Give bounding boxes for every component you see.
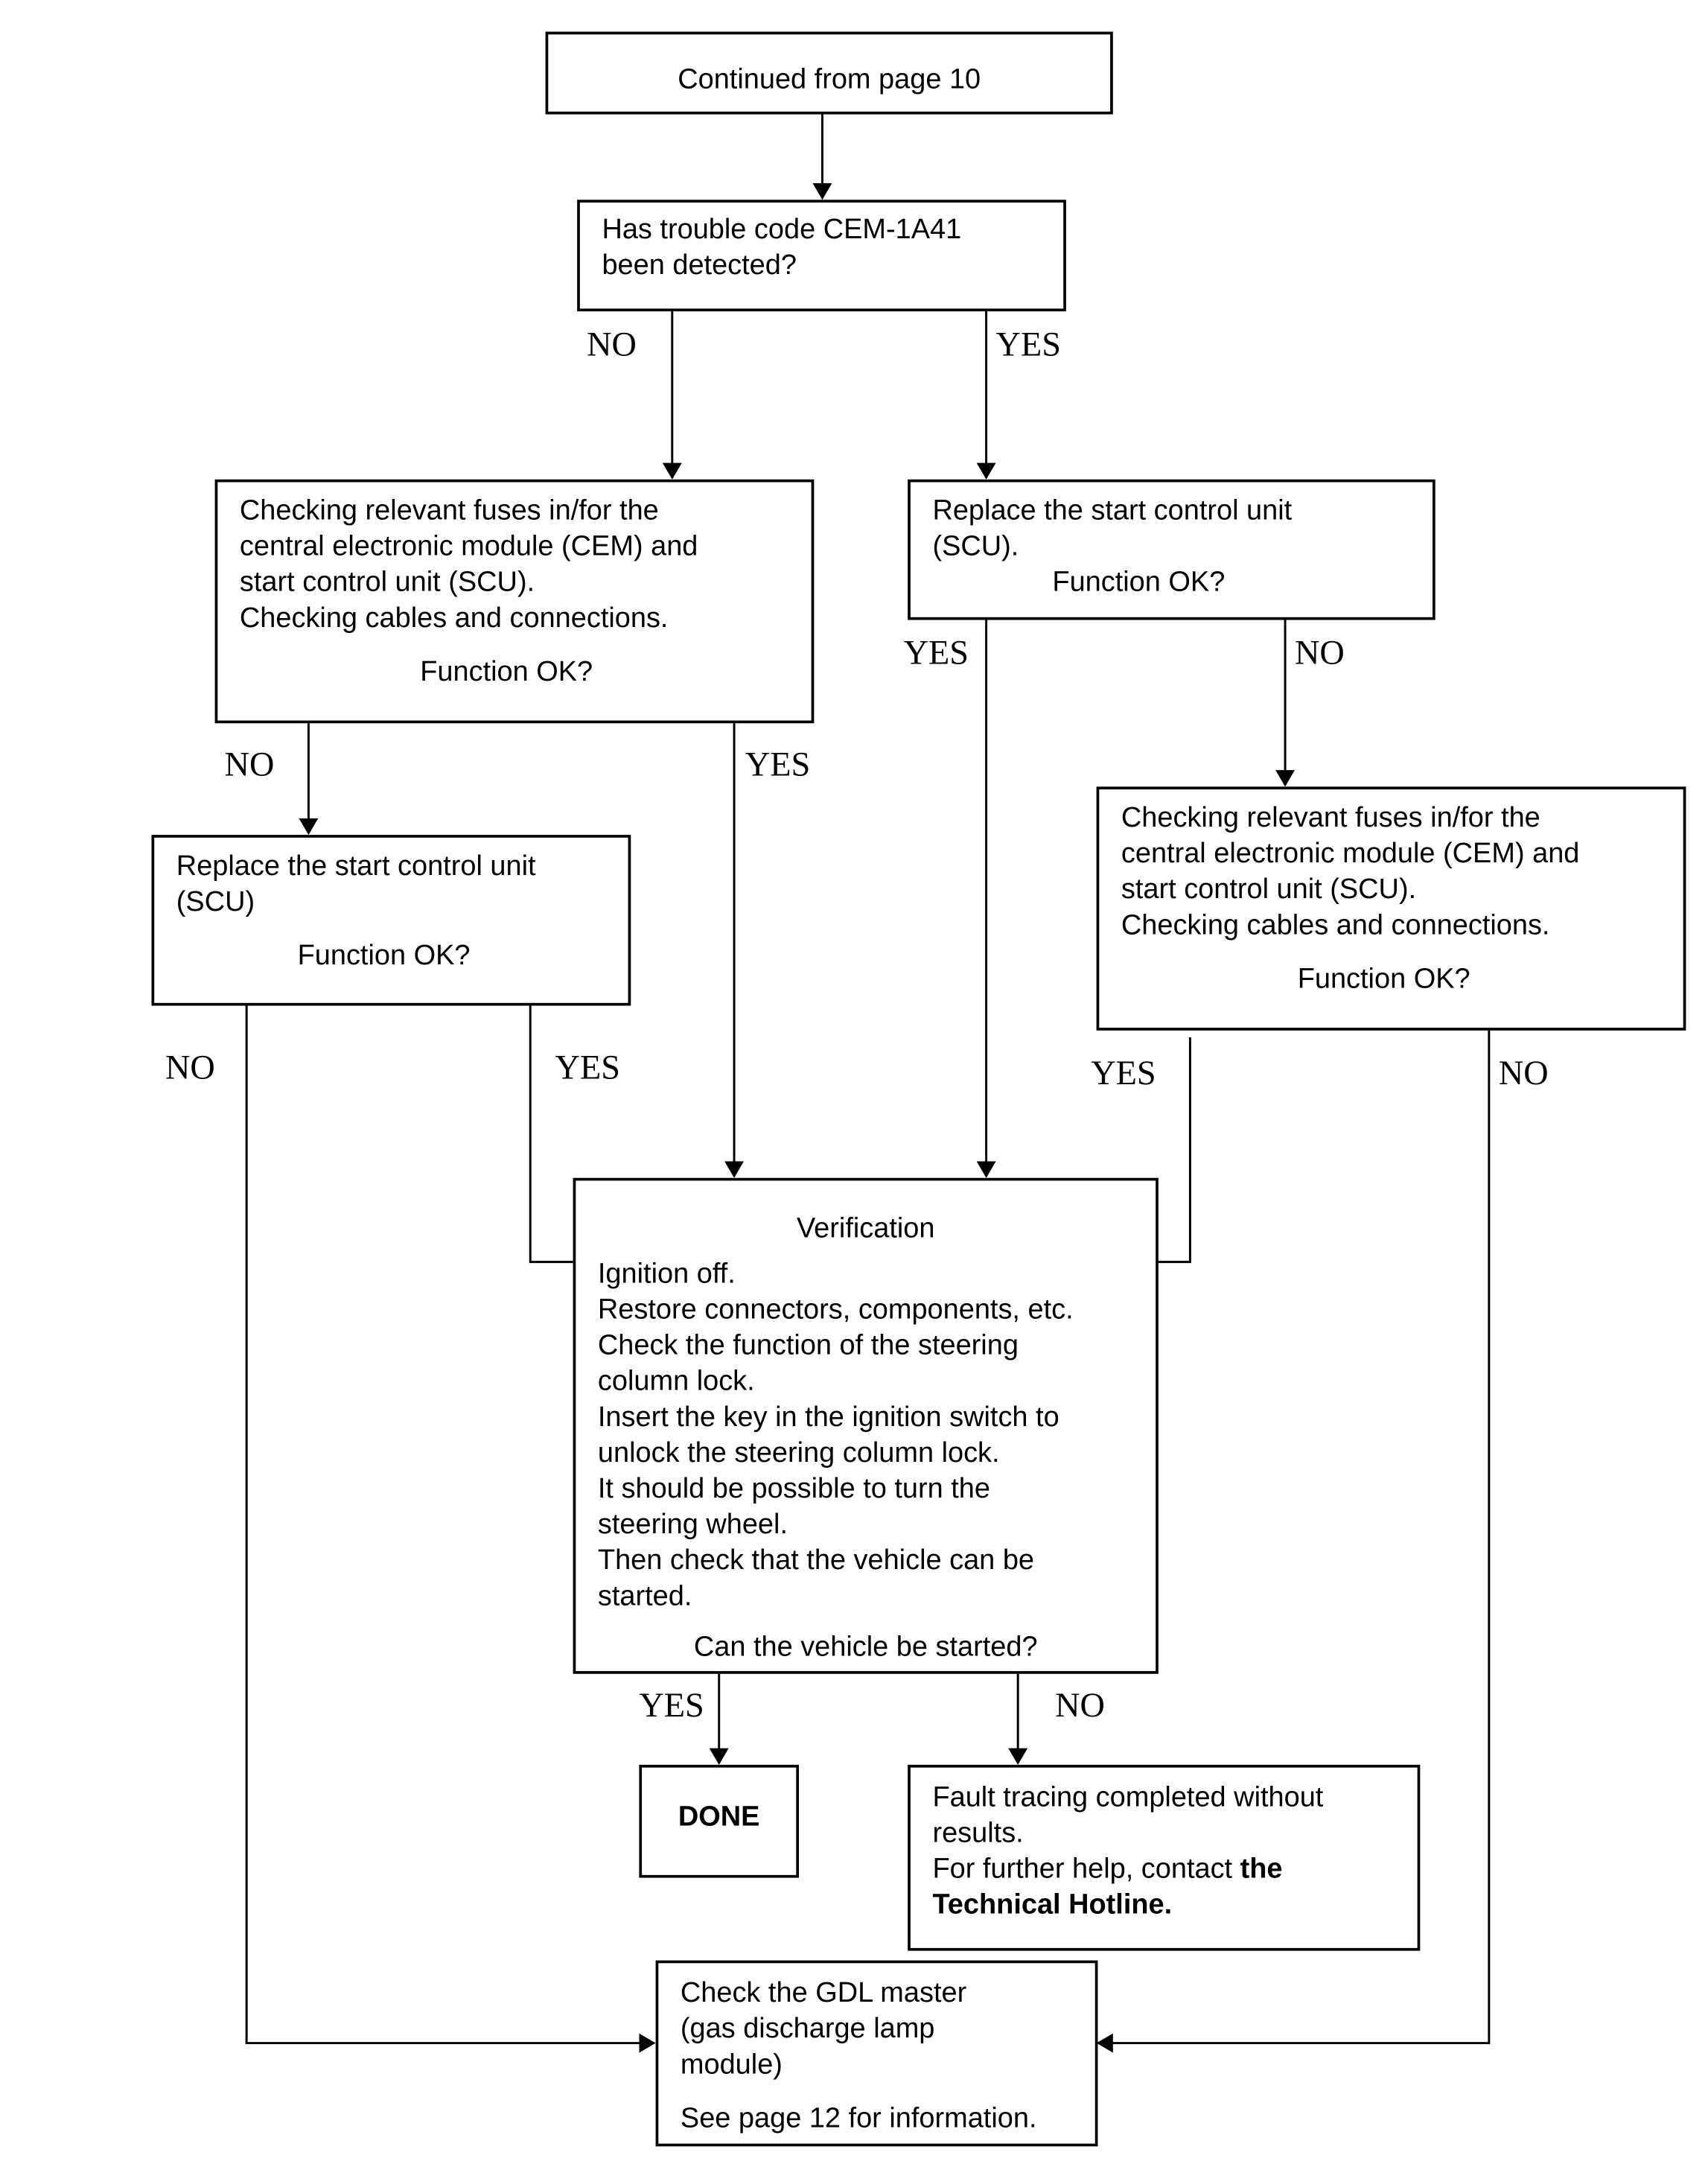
question-trouble-code-box: Has trouble code CEM-1A41 been detected? bbox=[577, 200, 1066, 312]
replace-left-line-2: (SCU) bbox=[176, 885, 255, 918]
replace-right-no-label: NO bbox=[1295, 634, 1345, 672]
line-fusesright-yes bbox=[1157, 1037, 1191, 1264]
verification-yes-label: YES bbox=[639, 1687, 704, 1725]
done-box: DONE bbox=[639, 1764, 799, 1878]
arrow-replaceleft-no bbox=[245, 1004, 656, 2053]
q1-no-label: NO bbox=[587, 326, 637, 364]
fuses-left-box: Checking relevant fuses in/for the centr… bbox=[214, 479, 815, 724]
fault-line-4-hotline: Technical Hotline. bbox=[932, 1889, 1173, 1921]
verification-title: Verification bbox=[796, 1212, 935, 1244]
fuses-right-line-3: start control unit (SCU). bbox=[1121, 873, 1417, 906]
gdl-line-3: module) bbox=[680, 2048, 783, 2081]
fuses-left-question: Function OK? bbox=[420, 655, 593, 688]
fault-line-3: For further help, contact the bbox=[932, 1851, 1282, 1887]
gdl-line-2: (gas discharge lamp bbox=[680, 2012, 935, 2045]
verification-line-4: column lock. bbox=[597, 1365, 755, 1397]
fuses-right-line-2: central electronic module (CEM) and bbox=[1121, 837, 1580, 870]
fault-line-3-plain: For further help, contact bbox=[932, 1853, 1240, 1885]
gdl-master-box: Check the GDL master (gas discharge lamp… bbox=[655, 1960, 1098, 2147]
done-text: DONE bbox=[678, 1800, 760, 1833]
verification-line-6: unlock the steering column lock. bbox=[597, 1436, 1000, 1469]
start-text: Continued from page 10 bbox=[678, 63, 981, 95]
replace-left-no-label: NO bbox=[165, 1049, 215, 1087]
fault-line-1: Fault tracing completed without bbox=[932, 1781, 1324, 1813]
verification-no-label: NO bbox=[1055, 1687, 1105, 1725]
arrow-fusesright-no bbox=[1096, 1028, 1491, 2053]
verification-box: Verification Ignition off. Restore conne… bbox=[573, 1177, 1159, 1674]
replace-right-line-1: Replace the start control unit bbox=[932, 494, 1293, 526]
fuses-right-line-4: Checking cables and connections. bbox=[1121, 909, 1550, 941]
replace-right-question: Function OK? bbox=[1052, 566, 1226, 598]
fuses-right-box: Checking relevant fuses in/for the centr… bbox=[1096, 786, 1686, 1031]
fault-line-2: results. bbox=[932, 1817, 1024, 1849]
gdl-note: See page 12 for information. bbox=[680, 2102, 1037, 2134]
fuses-left-line-3: start control unit (SCU). bbox=[239, 566, 535, 598]
replace-scu-right-box: Replace the start control unit (SCU). Fu… bbox=[908, 479, 1435, 620]
line-replaceleft-yes bbox=[529, 1004, 573, 1264]
fault-tracing-box: Fault tracing completed without results.… bbox=[908, 1764, 1421, 1951]
verification-line-2: Restore connectors, components, etc. bbox=[597, 1294, 1074, 1326]
replace-left-question: Function OK? bbox=[297, 939, 471, 972]
verification-line-1: Ignition off. bbox=[597, 1258, 736, 1290]
fuses-left-line-4: Checking cables and connections. bbox=[239, 602, 669, 634]
verification-line-10: started. bbox=[597, 1579, 692, 1612]
fuses-left-yes-label: YES bbox=[745, 746, 811, 784]
fuses-right-no-label: NO bbox=[1498, 1055, 1549, 1093]
q1-line-1: Has trouble code CEM-1A41 bbox=[602, 213, 962, 246]
fuses-right-yes-label: YES bbox=[1091, 1055, 1156, 1093]
replace-right-yes-label: YES bbox=[903, 634, 969, 672]
q1-line-2: been detected? bbox=[602, 249, 797, 281]
replace-left-yes-label: YES bbox=[555, 1049, 620, 1087]
q1-yes-label: YES bbox=[995, 326, 1061, 364]
verification-line-3: Check the function of the steering bbox=[597, 1329, 1019, 1361]
fuses-left-line-1: Checking relevant fuses in/for the bbox=[239, 494, 659, 526]
fuses-right-question: Function OK? bbox=[1297, 963, 1470, 995]
replace-scu-left-box: Replace the start control unit (SCU) Fun… bbox=[151, 835, 631, 1006]
start-box: Continued from page 10 bbox=[545, 31, 1113, 115]
verification-line-8: steering wheel. bbox=[597, 1508, 788, 1541]
fault-line-3-bold: the bbox=[1240, 1853, 1283, 1885]
gdl-line-1: Check the GDL master bbox=[680, 1976, 967, 2009]
replace-left-line-1: Replace the start control unit bbox=[176, 850, 536, 882]
verification-line-5: Insert the key in the ignition switch to bbox=[597, 1401, 1059, 1433]
fuses-right-line-1: Checking relevant fuses in/for the bbox=[1121, 801, 1540, 834]
replace-right-line-2: (SCU). bbox=[932, 530, 1019, 562]
fuses-left-no-label: NO bbox=[224, 746, 275, 784]
fuses-left-line-2: central electronic module (CEM) and bbox=[239, 530, 698, 562]
verification-question: Can the vehicle be started? bbox=[693, 1631, 1038, 1663]
verification-line-9: Then check that the vehicle can be bbox=[597, 1544, 1035, 1576]
verification-line-7: It should be possible to turn the bbox=[597, 1472, 991, 1505]
